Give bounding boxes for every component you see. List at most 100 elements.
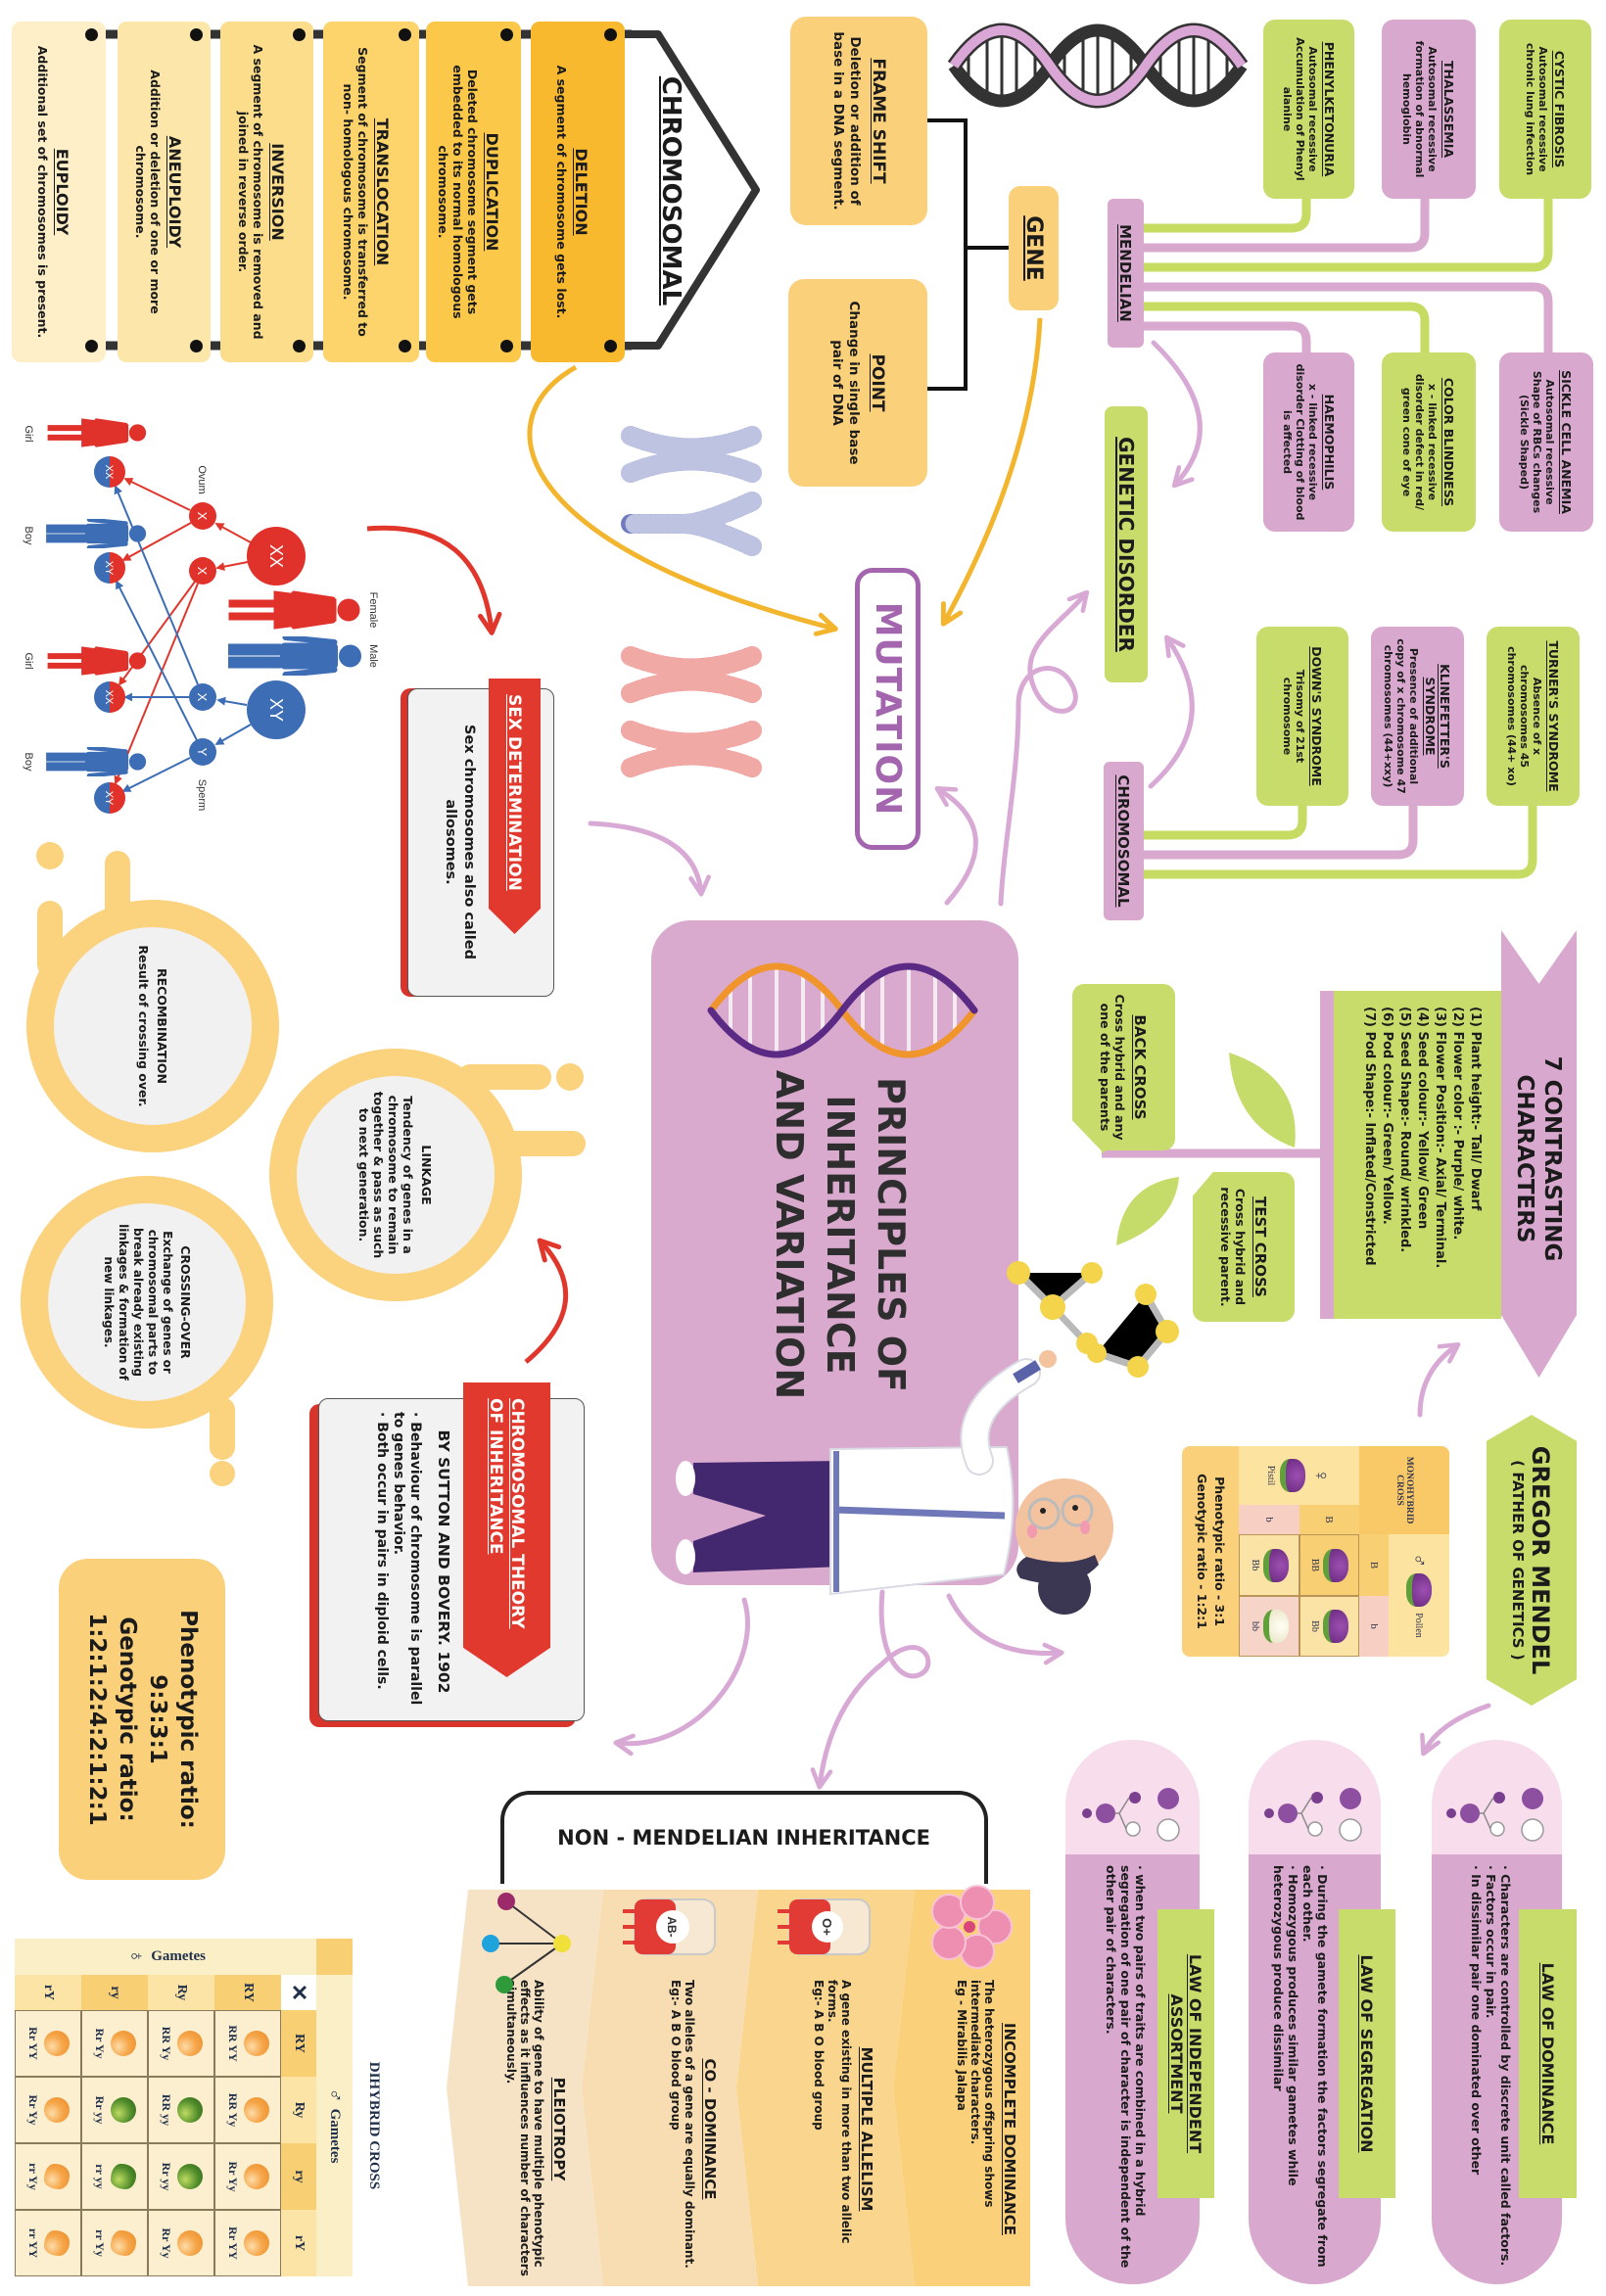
bullet-text: In dissimilar pair one dominated over ot…	[1469, 1874, 1484, 2176]
punnett-cell: Rr YY	[15, 2010, 81, 2077]
box-title: POINT	[868, 353, 887, 412]
bullet-text: During the gamete formation the factors …	[1300, 1865, 1330, 2268]
strip-dot	[85, 340, 98, 352]
genotype-label: XX	[266, 544, 286, 568]
disorder-text: Autosomal recessive Shape of RBCs change…	[1518, 370, 1557, 514]
character-item: (1) Plant height:- Tall/ Dwarf	[1468, 1007, 1483, 1211]
bullet-item: · Behaviour of chromosome is parallel to…	[391, 1412, 423, 1706]
card-text: A gene existing in more than two allelic…	[826, 1980, 853, 2244]
genotype-label: RR YY	[226, 2025, 241, 2062]
punnett-cell: rr YY	[15, 2210, 81, 2276]
punnett-cell: RR yy	[148, 2077, 214, 2143]
mutation-strip-aneuploidy: ANEUPLOIDY Addition or deletion of one o…	[118, 22, 211, 362]
genotype-label: Rr YY	[226, 2226, 241, 2260]
arrow-chromosomes-to-center	[588, 820, 711, 897]
character-item: (3) Flower Position:- Axial/ Terminal.	[1433, 1007, 1447, 1269]
connector-line	[1139, 191, 1430, 253]
genotype-label: XY	[266, 698, 286, 722]
male-gamete-header: RY	[281, 2010, 316, 2077]
punnett-cell: rr yy	[81, 2143, 148, 2210]
disorder-title: PHENYLKETONURIA	[1322, 41, 1337, 177]
disorder-title: SICKLE CELL ANEMIA	[1559, 370, 1575, 514]
male-gamete-header: b	[1359, 1596, 1389, 1657]
genotype-label: rr Yy	[26, 2163, 41, 2190]
disorder-title: KLINEFETTER'S SYNDROME	[1423, 664, 1453, 769]
genotype-label: Bb	[1250, 1559, 1260, 1571]
mendelian-node: MENDELIAN	[1108, 199, 1144, 348]
seven-characters-banner: 7 CONTRASTING CHARACTERS	[1501, 930, 1577, 1378]
disorder-text: x - linked recessive disorder defect in …	[1400, 373, 1440, 511]
pea-seed-icon	[111, 2031, 137, 2056]
circle-text: Result of crossing over.	[136, 945, 151, 1107]
sex-determination-diagram: Female Male XX XY Ovum X X X Y Sperm	[23, 419, 379, 814]
disorder-card-turner: TURNER'S SYNDROME Absence of x chromosom…	[1487, 627, 1580, 806]
punnett-cell: Rr yy	[148, 2143, 214, 2210]
disorder-card-down: DOWN'S SYNDROME Trisomy of 21st chromoso…	[1256, 627, 1348, 806]
arrow-chromosomal-to-disorder	[1148, 634, 1195, 789]
flower-icon	[1323, 1548, 1349, 1582]
sperm-caption: Sperm	[196, 779, 208, 811]
crossing-over-circle: CROSSING-OVER Exchange of genes or chrom…	[61, 1211, 233, 1393]
chromosomal-disorder-node: CHROMOSOMAL	[1104, 762, 1144, 920]
card-title: MULTIPLE ALLELISM	[858, 2046, 875, 2212]
disorder-text: Presence of additional copy of x chromos…	[1382, 638, 1421, 794]
pollen-cell: ♂ Pollen	[1389, 1534, 1449, 1657]
law-title: LAW OF DOMINANCE	[1538, 1962, 1557, 2145]
bullet-item: · Both occur in pairs in diploid cells.	[374, 1412, 390, 1690]
mutation-strip-inversion: INVERSION A segment of chromosome is rem…	[220, 22, 313, 362]
law-bullets: · when two pairs of traits are combined …	[1104, 1865, 1148, 2274]
pea-seed-icon	[111, 2164, 137, 2189]
girl-silhouette-icon	[48, 647, 146, 676]
card-example: Eg:- A B O blood group	[669, 1980, 683, 2131]
genotype-label: BB	[1309, 1558, 1321, 1572]
mutation-strip-euploidy: EUPLOIDY Additional set of chromosomes i…	[12, 22, 106, 362]
bullet-item: · Factors occur in pair.	[1484, 1865, 1498, 2019]
node-label: GENE	[1021, 215, 1046, 281]
punnett-cell: Rr yy	[81, 2077, 148, 2143]
strip-text: Addition or deletion of one or more chro…	[133, 70, 164, 314]
mendel-name: GREGOR MENDEL	[1527, 1445, 1554, 1675]
male-symbol-icon: ♂	[324, 2087, 346, 2103]
pistil-cell: ♀ Pistil	[1239, 1446, 1359, 1505]
law-title: LAW OF INDEPENDENT ASSORTMENT	[1167, 1953, 1204, 2154]
phenotypic-ratio-label: Phenotypic ratio:	[175, 1610, 201, 1829]
bullet-text: Both occur in pairs in diploid cells.	[374, 1422, 390, 1690]
male-symbol-icon: ♂	[1408, 1553, 1431, 1569]
disorder-text: Absence of x chromosomes 45 chromosomes …	[1505, 646, 1543, 786]
card-title: CO - DOMINANCE	[701, 2058, 719, 2200]
offspring-circle: XY	[94, 782, 125, 814]
pistil-label: Pistil	[1265, 1465, 1277, 1486]
character-item: (7) Pod Shape:- Inflated/Constricted	[1362, 1007, 1377, 1266]
arrow-gene-to-mutation	[940, 317, 1043, 627]
pleiotropy-card: PLEIOTROPY Ability of gene to have multi…	[447, 1890, 603, 2286]
law-title: LAW OF SEGREGATION	[1357, 1954, 1377, 2153]
bullet-text: Characters are controlled by discrete un…	[1498, 1874, 1513, 2267]
male-silhouette-icon	[229, 637, 361, 675]
male-gametes-band: ♂Gametes	[316, 1975, 353, 2276]
genotype-label: bb	[1250, 1621, 1260, 1631]
connector-line	[1139, 191, 1553, 272]
law-title-tab: LAW OF DOMINANCE	[1519, 1909, 1577, 2198]
genotype-label: Rr yy	[160, 2162, 174, 2191]
circle-title: CROSSING-OVER	[178, 1245, 193, 1359]
gene-mutation-node: GENE	[1009, 186, 1059, 310]
female-gamete-header: B	[1299, 1505, 1359, 1534]
point-mutation-box: POINT Change in single base pair of DNA	[788, 279, 927, 487]
card-example: Eg:- A B O blood group	[812, 1980, 826, 2131]
card-body: MULTIPLE ALLELISM A gene existing in mor…	[812, 1980, 875, 2278]
genotype-label: Rr Yy	[93, 2028, 108, 2059]
recombination-circle: RECOMBINATION Result of crossing over.	[67, 935, 239, 1117]
law-bullets: · During the gamete formation the factor…	[1271, 1865, 1330, 2274]
character-item: (6) Pod colour:- Green/ Yellow.	[1380, 1007, 1394, 1225]
genotype-label: Rr YY	[26, 2027, 41, 2060]
box-title: FRAME SHIFT	[869, 58, 888, 184]
monohybrid-cell: bb	[1239, 1596, 1299, 1657]
female-gamete-header: Ry	[148, 1975, 214, 2010]
bullet-item: · In dissimilar pair one dominated over …	[1469, 1865, 1484, 2176]
male-gamete-header: rY	[281, 2210, 316, 2276]
disorder-text: Autosomal recessive Accumulation of Phen…	[1281, 37, 1319, 181]
strip-dot	[190, 340, 203, 352]
strip-text: Additional set of chromosomes is present…	[35, 45, 51, 339]
strip-text: Deleted chromosome segment gets embedded…	[436, 65, 480, 319]
gene-connector	[917, 118, 1009, 391]
